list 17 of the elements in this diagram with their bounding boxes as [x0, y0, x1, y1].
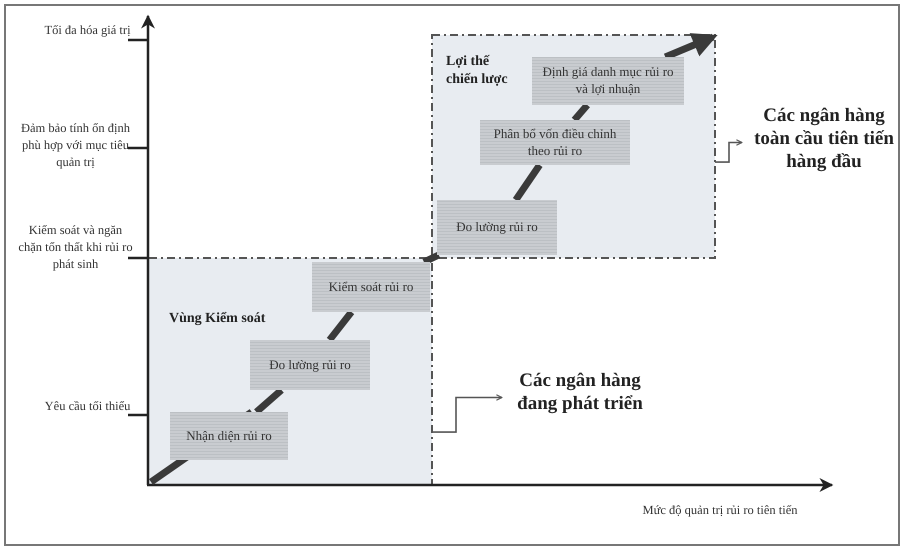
connector-arrow [715, 139, 743, 163]
stage-box: Định giá danh mục rủi ro và lợi nhuận [532, 57, 684, 105]
axis-title: Mức độ quản trị rủi ro tiên tiến [641, 502, 798, 519]
outcome-label: Các ngân hàng đang phát triển [505, 370, 655, 425]
outcome-label: Các ngân hàng toàn cầu tiên tiến hàng đầu [745, 105, 903, 180]
axis-tick-label: Yêu cầu tối thiểu [44, 398, 132, 415]
stage-box: Nhận diện rủi ro [170, 412, 288, 460]
axis-tick-label: Kiểm soát và ngăn chặn tổn thất khi rủi ro phát sinh [18, 222, 133, 273]
axis-tick-label: Tối đa hóa giá trị [43, 22, 132, 39]
axis-tick-label: Đảm bảo tính ổn định phù hợp với mục tiêu quản trị [20, 120, 131, 171]
stage-box: Đo lường rủi ro [250, 340, 370, 390]
zone-heading: Lợi thế chiến lược [446, 53, 509, 88]
stage-box: Phân bổ vốn điều chỉnh theo rủi ro [480, 120, 630, 165]
connector-arrow [432, 394, 503, 433]
stage-box: Kiểm soát rủi ro [312, 262, 430, 312]
zone-heading: Vùng Kiểm soát [169, 310, 266, 328]
stage-box: Đo lường rủi ro [437, 200, 557, 255]
